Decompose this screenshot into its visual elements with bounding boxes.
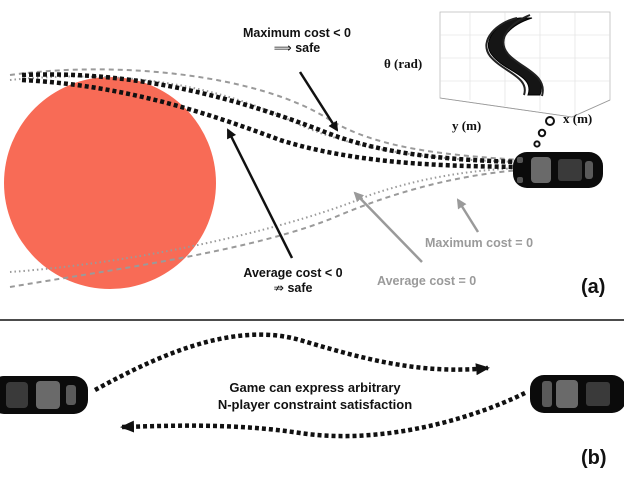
label-avg-cost-zero: Average cost = 0 xyxy=(377,274,477,288)
dark-trajectory-max xyxy=(21,72,521,165)
inset-3d-plot xyxy=(439,11,611,118)
car-left-b xyxy=(0,376,88,414)
thought-bubble-large xyxy=(545,116,555,126)
gray-trajectory-avg-upper xyxy=(9,75,521,163)
inset-x-axis-label: x (m) xyxy=(563,111,593,126)
obstacle-circle xyxy=(4,77,216,289)
inset-theta-axis-label: θ (rad) xyxy=(384,56,423,71)
not-implies-glyph: ⇏ xyxy=(273,281,284,295)
arrow-avg-cost-zero xyxy=(353,191,423,263)
panel-b-tag: (b) xyxy=(581,447,607,469)
trajectory-b-leftward xyxy=(120,390,526,439)
panel-a-tag: (a) xyxy=(581,276,606,298)
car-right-b xyxy=(530,375,624,413)
implies-glyph: ⟹ xyxy=(273,41,292,55)
car-right-a xyxy=(513,152,603,188)
label-avg-cost-neg: Average cost < 0 ⇏ safe xyxy=(243,266,343,295)
arrow-avg-cost-neg xyxy=(226,128,294,259)
panel-b-caption-line1: Game can express arbitrary xyxy=(229,380,401,395)
inset-y-axis-label: y (m) xyxy=(452,118,482,133)
gray-trajectory-max-upper xyxy=(9,68,521,161)
gray-trajectory-max-lower xyxy=(9,169,521,288)
thought-bubble-medium xyxy=(537,128,547,138)
panel-b-caption-line2: N-player constraint satisfaction xyxy=(217,397,413,412)
dark-trajectory-avg xyxy=(21,77,521,170)
arrow-max-cost-zero xyxy=(456,198,480,233)
arrow-max-cost-neg xyxy=(298,71,339,132)
thought-bubble-small xyxy=(533,140,541,148)
panel-b-caption: Game can express arbitrary N-player cons… xyxy=(180,379,450,413)
label-max-cost-zero: Maximum cost = 0 xyxy=(425,236,534,250)
trajectory-b-rightward xyxy=(93,332,490,392)
label-max-cost-neg: Maximum cost < 0 ⟹ safe xyxy=(242,26,352,55)
